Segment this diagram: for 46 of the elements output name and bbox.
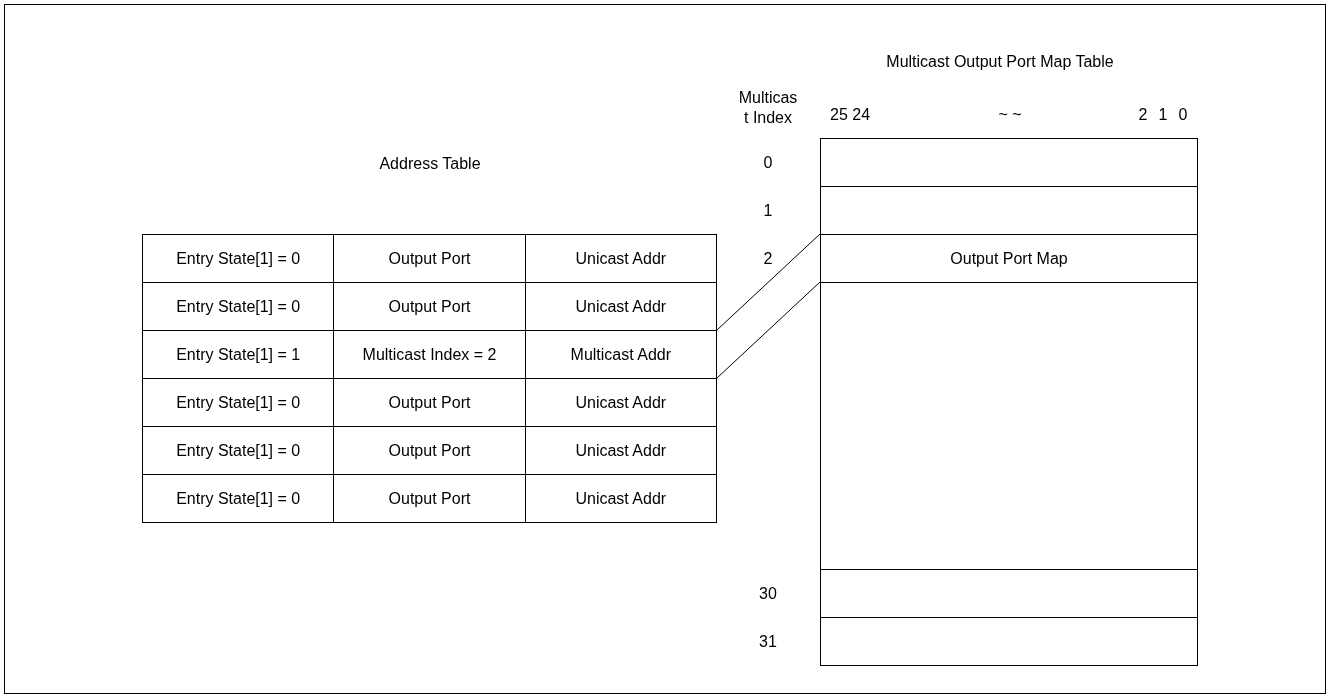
- table-cell: Unicast Addr: [524, 283, 716, 330]
- table-cell: Output Port: [333, 379, 525, 426]
- table-row: [142, 378, 717, 427]
- table-cell: Output Port: [333, 235, 525, 282]
- row-text: Output Port Map: [950, 249, 1068, 268]
- table-row: [142, 426, 717, 475]
- table-cell: Output Port: [333, 427, 525, 474]
- table-cell: Output Port: [333, 283, 525, 330]
- table-title: Multicast Output Port Map Table: [885, 52, 1115, 72]
- bit-number: 1: [1157, 105, 1169, 125]
- map-row: [820, 186, 1198, 235]
- table-cell: Output Port: [333, 475, 525, 522]
- row-index: 2: [762, 248, 774, 269]
- table-cell-text: Entry State[1] = 0: [175, 393, 302, 413]
- row-index: 1: [762, 200, 774, 221]
- connector-line: [716, 233, 821, 331]
- table-cell: Multicast Index = 2: [333, 331, 525, 378]
- bit-number: 25 24: [830, 105, 872, 125]
- row-index: 0: [762, 152, 774, 173]
- table-cell: Unicast Addr: [524, 235, 716, 282]
- row-index: 30: [758, 583, 778, 604]
- bit-number: 0: [1177, 105, 1189, 125]
- bit-number: 2: [1137, 105, 1149, 125]
- row-index: 31: [758, 631, 778, 652]
- table-cell-text: Entry State[1] = 1: [175, 345, 302, 365]
- table-row: [142, 234, 717, 283]
- table-cell-text: Entry State[1] = 0: [175, 441, 302, 461]
- table-cell: Multicast Addr: [524, 331, 716, 378]
- connector-line: [716, 281, 821, 379]
- bit-number: ~ ~: [997, 105, 1023, 125]
- table-row: [142, 282, 717, 331]
- table-cell: Unicast Addr: [524, 475, 716, 522]
- map-row: [820, 617, 1198, 666]
- table-cell-text: Entry State[1] = 0: [175, 297, 302, 317]
- map-row: [820, 282, 1198, 570]
- map-row: [820, 234, 1198, 283]
- map-row: [820, 138, 1198, 187]
- table-row: [142, 330, 717, 379]
- table-cell-text: Entry State[1] = 0: [175, 249, 302, 269]
- table-cell: Unicast Addr: [524, 427, 716, 474]
- map-row: [820, 569, 1198, 618]
- table-title: Address Table: [378, 154, 482, 174]
- table-cell-text: Entry State[1] = 0: [175, 489, 302, 509]
- table-row: [142, 474, 717, 523]
- column-heading: Multicast Index: [738, 88, 798, 128]
- table-cell: Unicast Addr: [524, 379, 716, 426]
